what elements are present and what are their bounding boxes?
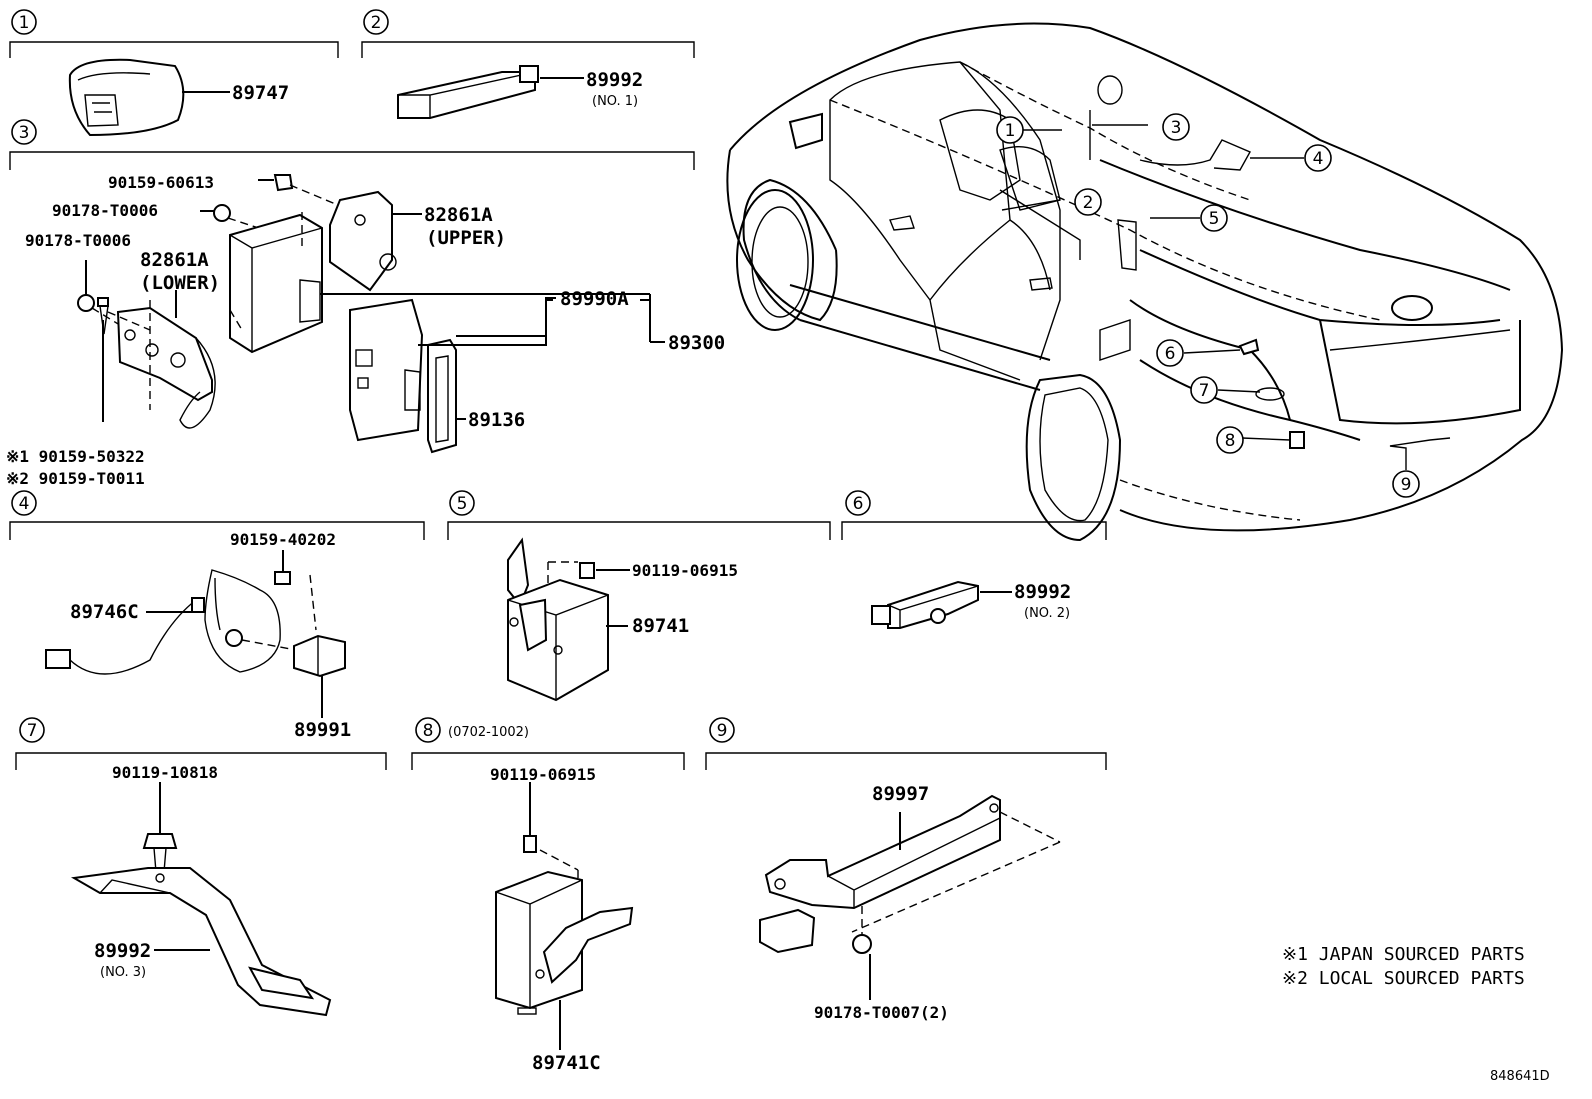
note-japan-sourced: ※1 JAPAN SOURCED PARTS bbox=[1282, 944, 1525, 965]
part-89992-no1-drawing bbox=[397, 65, 584, 119]
section-6-header: 6 bbox=[841, 490, 1107, 540]
svg-text:3: 3 bbox=[19, 123, 30, 143]
section-4-drawing bbox=[45, 550, 346, 718]
section-3-header: 3 bbox=[9, 119, 695, 170]
part-number-90159-T0011: ※2 90159-T0011 bbox=[6, 469, 145, 488]
svg-text:3: 3 bbox=[1171, 118, 1182, 138]
car-callout-1: 1 bbox=[996, 116, 1024, 144]
svg-text:5: 5 bbox=[457, 494, 468, 514]
part-number-89992-no2: 89992 bbox=[1014, 581, 1071, 603]
car-illustration bbox=[726, 22, 1564, 542]
svg-text:6: 6 bbox=[853, 494, 864, 514]
part-number-90159-40202: 90159-40202 bbox=[230, 530, 336, 549]
section-9-header: 9 bbox=[705, 717, 1107, 770]
svg-text:2: 2 bbox=[1083, 193, 1094, 213]
part-number-90178-T0006-b: 90178-T0006 bbox=[25, 231, 131, 250]
section-8-drawing bbox=[495, 782, 634, 1050]
svg-text:5: 5 bbox=[1209, 209, 1220, 229]
svg-text:7: 7 bbox=[27, 721, 38, 741]
part-number-90119-06915-b: 90119-06915 bbox=[490, 765, 596, 784]
part-number-89990A: 89990A bbox=[560, 288, 629, 310]
part-number-89747: 89747 bbox=[232, 82, 289, 104]
part-number-89746C: 89746C bbox=[70, 601, 139, 623]
part-number-89992-no3: 89992 bbox=[94, 940, 151, 962]
part-number-90159-50322: ※1 90159-50322 bbox=[6, 447, 145, 466]
section-7-header: 7 bbox=[15, 717, 387, 770]
car-callout-3: 3 bbox=[1162, 113, 1190, 141]
car-callout-7: 7 bbox=[1190, 376, 1218, 404]
section-1-header: 1 bbox=[9, 9, 339, 58]
car-callout-6: 6 bbox=[1156, 339, 1184, 367]
svg-text:1: 1 bbox=[19, 13, 30, 33]
part-number-82861A-upper: 82861A bbox=[424, 204, 493, 226]
svg-text:6: 6 bbox=[1165, 344, 1176, 364]
section-9-drawing bbox=[759, 794, 1061, 1000]
part-number-89300: 89300 bbox=[668, 332, 725, 354]
part-note-82861A-lower: (LOWER) bbox=[140, 272, 220, 294]
svg-text:4: 4 bbox=[19, 494, 30, 514]
svg-text:9: 9 bbox=[717, 721, 728, 741]
car-callout-4: 4 bbox=[1304, 144, 1332, 172]
section-8-header: 8 (0702-1002) bbox=[411, 717, 685, 770]
car-callout-8: 8 bbox=[1216, 426, 1244, 454]
part-number-89997: 89997 bbox=[872, 783, 929, 805]
part-note-89992-no1: (NO. 1) bbox=[592, 94, 638, 109]
part-number-90178-T0007: 90178-T0007(2) bbox=[814, 1003, 949, 1022]
section-2-header: 2 bbox=[361, 9, 695, 58]
part-number-89136: 89136 bbox=[468, 409, 525, 431]
section-5-drawing bbox=[507, 537, 630, 702]
svg-text:4: 4 bbox=[1313, 149, 1324, 169]
section-3-drawing bbox=[77, 174, 665, 454]
part-note-89992-no2: (NO. 2) bbox=[1024, 606, 1070, 621]
part-number-90119-10818: 90119-10818 bbox=[112, 763, 218, 782]
part-number-89741: 89741 bbox=[632, 615, 689, 637]
car-callout-5: 5 bbox=[1200, 204, 1228, 232]
diagram-id: 848641D bbox=[1490, 1069, 1550, 1084]
part-number-90178-T0006-a: 90178-T0006 bbox=[52, 201, 158, 220]
svg-text:8: 8 bbox=[1225, 431, 1236, 451]
part-number-90159-60613: 90159-60613 bbox=[108, 173, 214, 192]
car-callout-9: 9 bbox=[1392, 470, 1420, 498]
part-number-82861A-lower: 82861A bbox=[140, 249, 209, 271]
part-89747-drawing bbox=[68, 58, 230, 137]
part-note-89992-no3: (NO. 3) bbox=[100, 965, 146, 980]
svg-text:8: 8 bbox=[423, 721, 434, 741]
section-6-drawing bbox=[871, 580, 1012, 629]
section-7-drawing bbox=[70, 782, 332, 1017]
svg-text:1: 1 bbox=[1005, 121, 1016, 141]
part-number-89991: 89991 bbox=[294, 719, 351, 741]
part-number-90119-06915-a: 90119-06915 bbox=[632, 561, 738, 580]
section-4-header: 4 bbox=[9, 490, 425, 540]
part-note-82861A-upper: (UPPER) bbox=[426, 227, 506, 249]
section-5-header: 5 bbox=[447, 490, 831, 540]
part-number-89992-no1: 89992 bbox=[586, 69, 643, 91]
part-number-89741C: 89741C bbox=[532, 1052, 601, 1074]
note-local-sourced: ※2 LOCAL SOURCED PARTS bbox=[1282, 968, 1525, 989]
svg-text:7: 7 bbox=[1199, 381, 1210, 401]
svg-text:2: 2 bbox=[371, 13, 382, 33]
car-callout-2: 2 bbox=[1074, 188, 1102, 216]
svg-text:9: 9 bbox=[1401, 475, 1412, 495]
svg-text:(0702-1002): (0702-1002) bbox=[448, 725, 529, 740]
